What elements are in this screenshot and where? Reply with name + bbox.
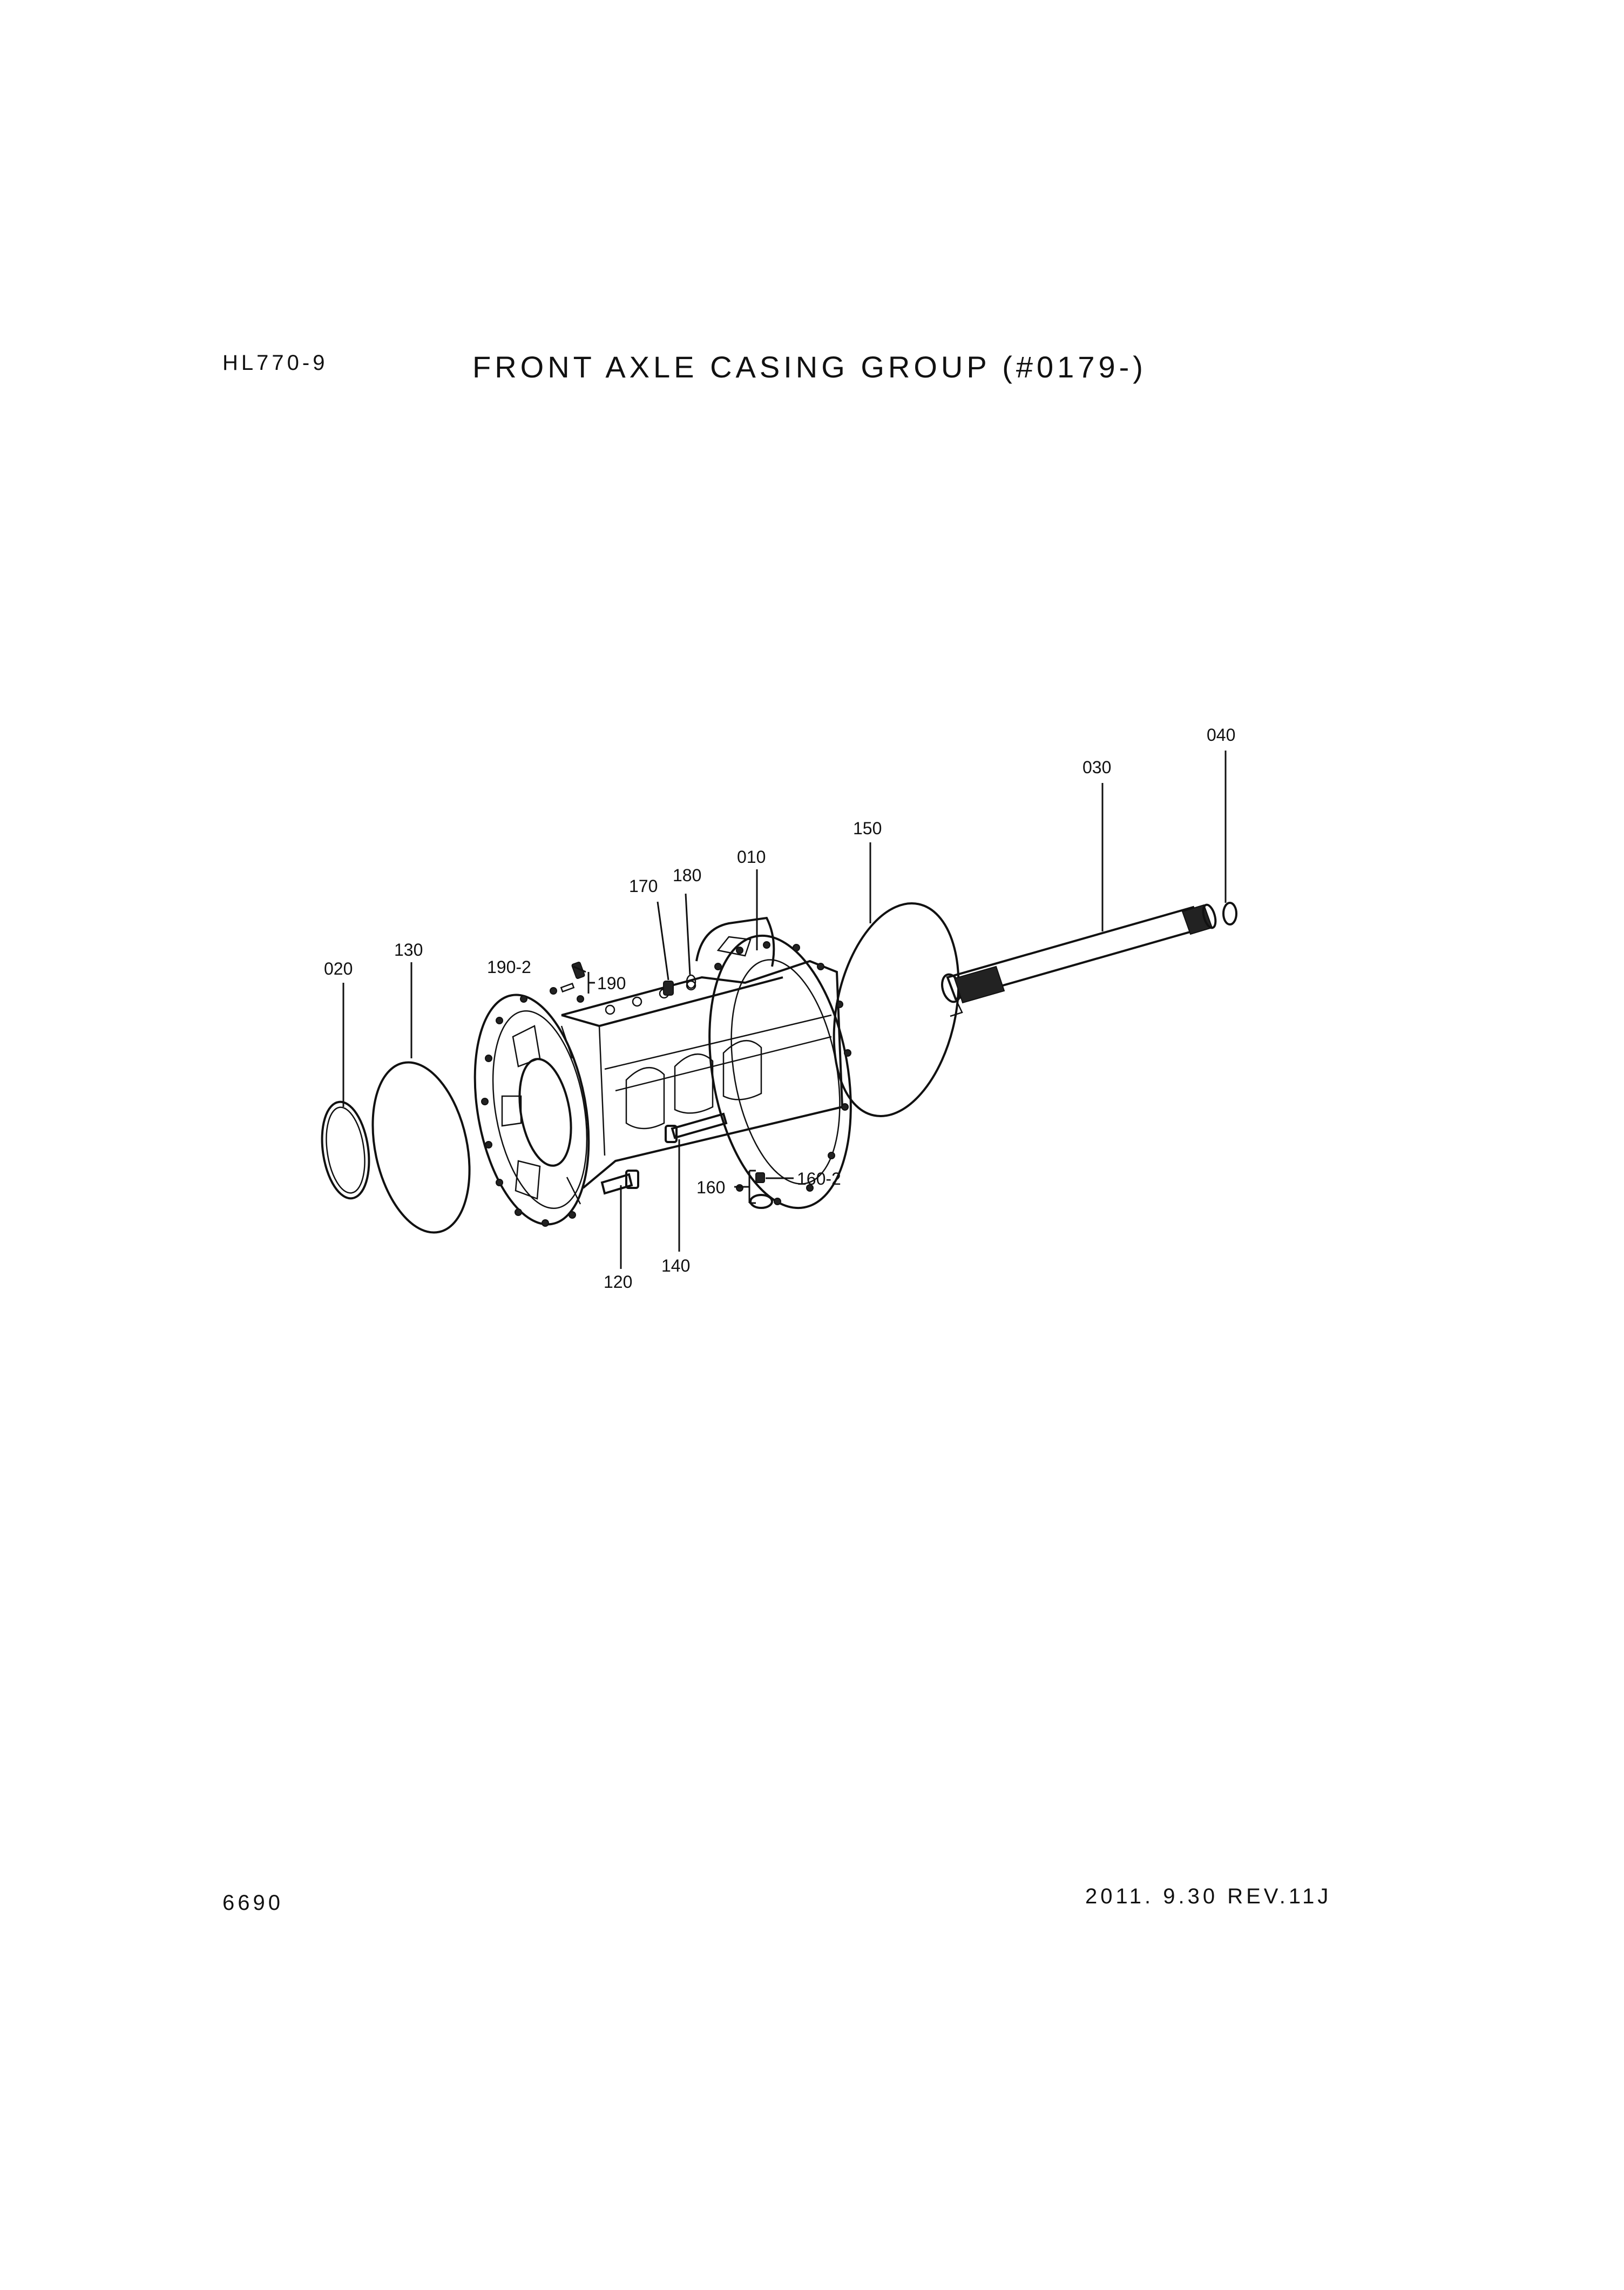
callout-150: 150	[853, 819, 882, 838]
snap-ring-040	[1222, 902, 1237, 926]
callout-160: 160	[696, 1178, 725, 1197]
axle-shaft-030	[941, 903, 1217, 1017]
plug-170	[663, 981, 674, 996]
callout-040: 040	[1207, 725, 1235, 745]
seal-ring-130	[371, 1061, 471, 1234]
callout-010: 010	[737, 847, 766, 867]
model-code: HL770-9	[222, 351, 328, 375]
page-number: 6690	[222, 1891, 283, 1915]
callout-160-2: 160-2	[797, 1169, 841, 1188]
breather-190	[560, 961, 585, 993]
callout-140: 140	[661, 1256, 690, 1275]
page-title: FRONT AXLE CASING GROUP (#0179-)	[472, 350, 1147, 384]
plug-160	[749, 1172, 773, 1209]
leader-lines	[342, 751, 1227, 1269]
gasket-150	[833, 902, 960, 1117]
callout-030: 030	[1082, 758, 1111, 777]
callout-190: 190	[597, 974, 626, 993]
bolt-120	[600, 1170, 639, 1195]
o-ring-020	[321, 1100, 370, 1200]
callout-130: 130	[394, 940, 423, 960]
callout-020: 020	[324, 959, 353, 978]
callout-120: 120	[604, 1272, 632, 1292]
o-ring-180	[686, 974, 696, 989]
callout-180: 180	[673, 866, 701, 885]
callout-190-2: 190-2	[487, 957, 531, 977]
revision-date: 2011. 9.30 REV.11J	[1085, 1884, 1332, 1908]
callout-170: 170	[629, 876, 658, 896]
bolt-140	[665, 1112, 728, 1143]
